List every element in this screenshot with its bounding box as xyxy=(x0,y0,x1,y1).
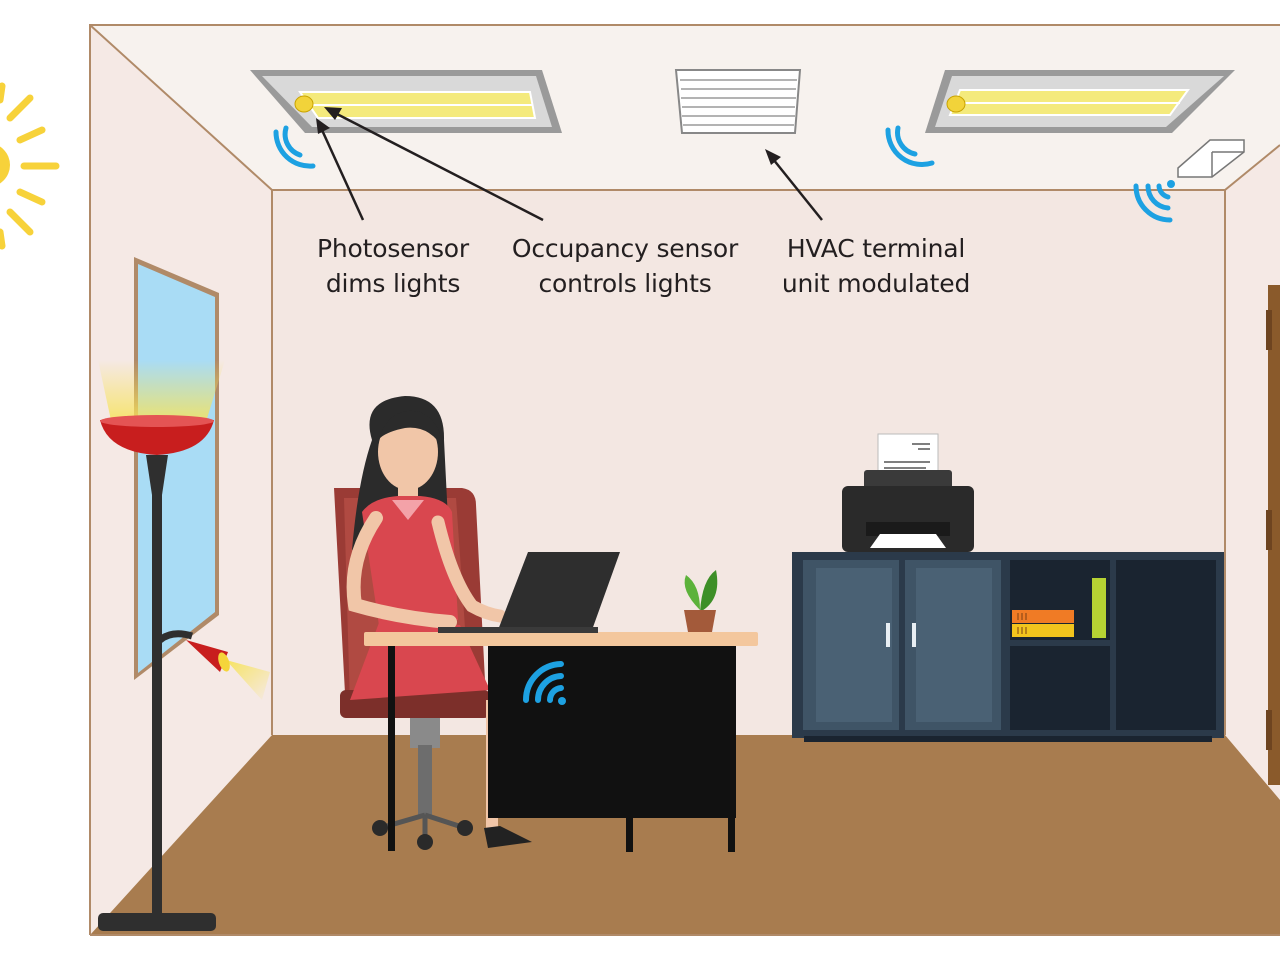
ceiling-light-left xyxy=(250,70,562,133)
hvac-vent-icon xyxy=(674,69,802,134)
wireless-signal-icon xyxy=(523,661,566,705)
arrow-icon xyxy=(765,149,823,221)
printer-icon xyxy=(842,433,974,552)
occupancy-sensor-label: Occupancy sensor controls lights xyxy=(500,231,750,301)
sun-icon xyxy=(0,82,60,250)
photosensor-label: Photosensor dims lights xyxy=(293,231,493,301)
plant-icon xyxy=(684,570,718,632)
floor-lamp-icon xyxy=(98,360,270,931)
wireless-signal-icon xyxy=(1133,180,1175,223)
hvac-label-line1: HVAC terminal xyxy=(786,234,966,263)
ceiling-sensor-device-icon xyxy=(1177,139,1245,178)
door xyxy=(1268,285,1280,785)
desk xyxy=(364,632,758,852)
occupancy-sensor-label-line2: controls lights xyxy=(538,269,712,298)
window xyxy=(134,257,219,680)
occupancy-sensor-label-line1: Occupancy sensor xyxy=(511,234,739,263)
wireless-signal-icon xyxy=(885,125,935,167)
floor xyxy=(90,735,1280,935)
hvac-label: HVAC terminal unit modulated xyxy=(766,231,986,301)
laptop-icon xyxy=(438,552,620,633)
ceiling-light-right xyxy=(925,70,1235,133)
photosensor-label-line1: Photosensor xyxy=(317,234,469,263)
cabinet xyxy=(792,552,1224,742)
photosensor-icon xyxy=(294,95,314,113)
wireless-signal-icon xyxy=(273,125,316,169)
arrow-icon xyxy=(316,118,365,221)
photosensor-label-line2: dims lights xyxy=(325,269,461,298)
arrow-icon xyxy=(324,107,544,222)
hvac-label-line2: unit modulated xyxy=(781,269,971,298)
